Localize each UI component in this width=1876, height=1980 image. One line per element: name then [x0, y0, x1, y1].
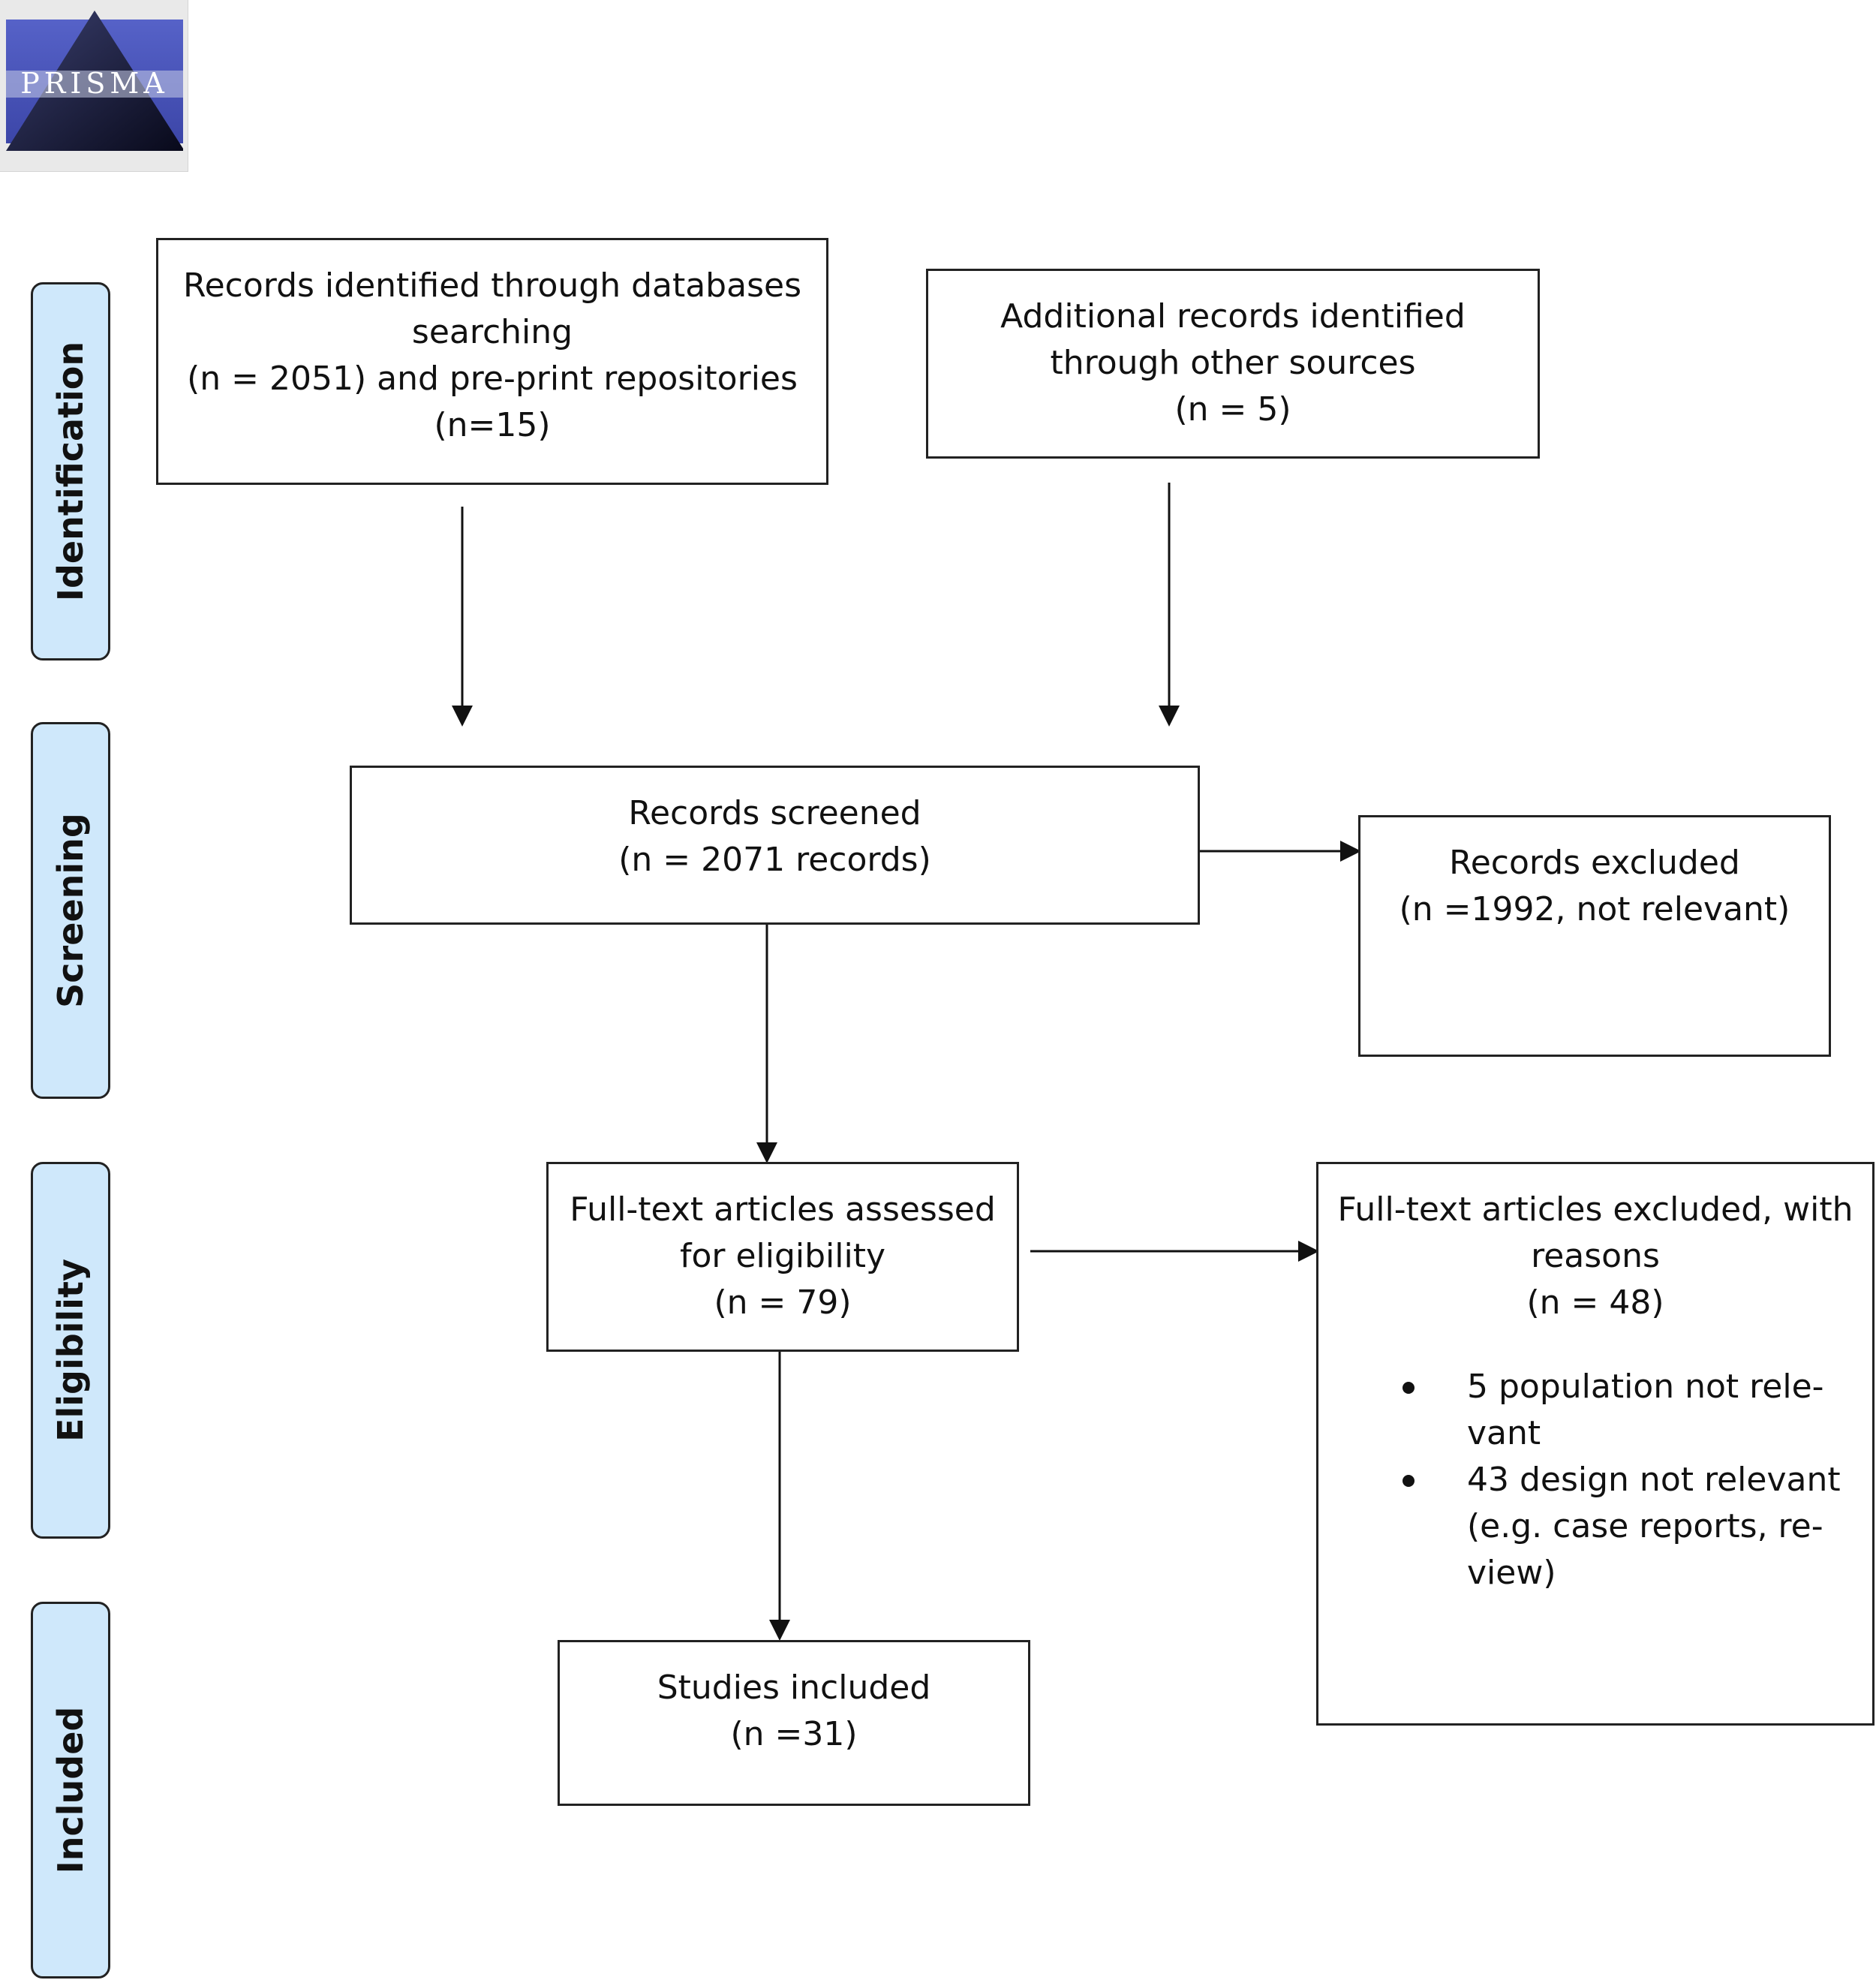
box-text-line: through other sources: [1050, 344, 1416, 382]
box-text-line: Records screened: [628, 794, 921, 832]
phase-included: Included: [31, 1602, 110, 1978]
arrow-lines: [452, 483, 1361, 1641]
arrowhead: [452, 706, 473, 727]
arrowhead: [756, 1142, 777, 1163]
box-text-line: reasons: [1531, 1237, 1660, 1275]
arrowhead: [769, 1620, 790, 1641]
box-records-other-sources: Additional records identified through ot…: [926, 269, 1540, 459]
box-text-line: Full-text articles excluded, with: [1337, 1190, 1853, 1229]
box-text-line: (n =31): [730, 1715, 858, 1753]
box-text-line: (n = 79): [714, 1283, 852, 1322]
prisma-logo: PRISMA: [0, 0, 188, 172]
box-records-databases: Records identified through databases sea…: [156, 238, 828, 485]
box-text-line: (n=15): [434, 406, 551, 444]
reason-text-line: 43 design not relevant: [1467, 1461, 1841, 1499]
prisma-logo-icon: PRISMA: [6, 11, 183, 151]
exclusion-reasons-list: 5 population not rele- vant 43 design no…: [1318, 1364, 1872, 1596]
prisma-logo-text: PRISMA: [20, 67, 169, 100]
box-text-line: Additional records identified: [1000, 297, 1466, 336]
arrowhead: [1159, 706, 1180, 727]
box-studies-included: Studies included (n =31): [558, 1640, 1030, 1806]
arrowhead: [1298, 1241, 1319, 1262]
box-text-line: searching: [411, 313, 573, 351]
reason-text-line: 5 population not rele-: [1467, 1368, 1824, 1406]
reason-text-line: view): [1467, 1554, 1556, 1592]
box-fulltext-excluded: Full-text articles excluded, with reason…: [1316, 1162, 1874, 1726]
box-records-excluded: Records excluded (n =1992, not relevant): [1358, 815, 1831, 1057]
reason-text-line: vant: [1467, 1414, 1541, 1452]
box-fulltext-assessed: Full-text articles assessed for eligibil…: [546, 1162, 1019, 1352]
reason-text-line: (e.g. case reports, re-: [1467, 1507, 1823, 1545]
box-text-line: Full-text articles assessed: [570, 1190, 996, 1229]
box-text-line: (n = 5): [1174, 390, 1291, 429]
box-text-line: for eligibility: [679, 1237, 886, 1275]
exclusion-reason: 5 population not rele- vant: [1318, 1364, 1872, 1457]
box-text-line: Records excluded: [1449, 844, 1740, 882]
box-text-line: (n =1992, not relevant): [1399, 890, 1790, 928]
box-text-line: Studies included: [657, 1669, 931, 1707]
arrowhead: [1340, 841, 1361, 862]
exclusion-reason: 43 design not relevant (e.g. case report…: [1318, 1457, 1872, 1596]
box-records-screened: Records screened (n = 2071 records): [350, 766, 1200, 925]
phase-identification: Identification: [31, 282, 110, 661]
phase-screening: Screening: [31, 722, 110, 1099]
box-text-line: (n = 48): [1526, 1283, 1664, 1322]
box-text-line: (n = 2071 records): [618, 841, 931, 879]
box-text-line: (n = 2051) and pre-print repositories: [187, 360, 798, 398]
phase-eligibility: Eligibility: [31, 1162, 110, 1539]
box-text-line: Records identified through databases: [182, 266, 801, 305]
